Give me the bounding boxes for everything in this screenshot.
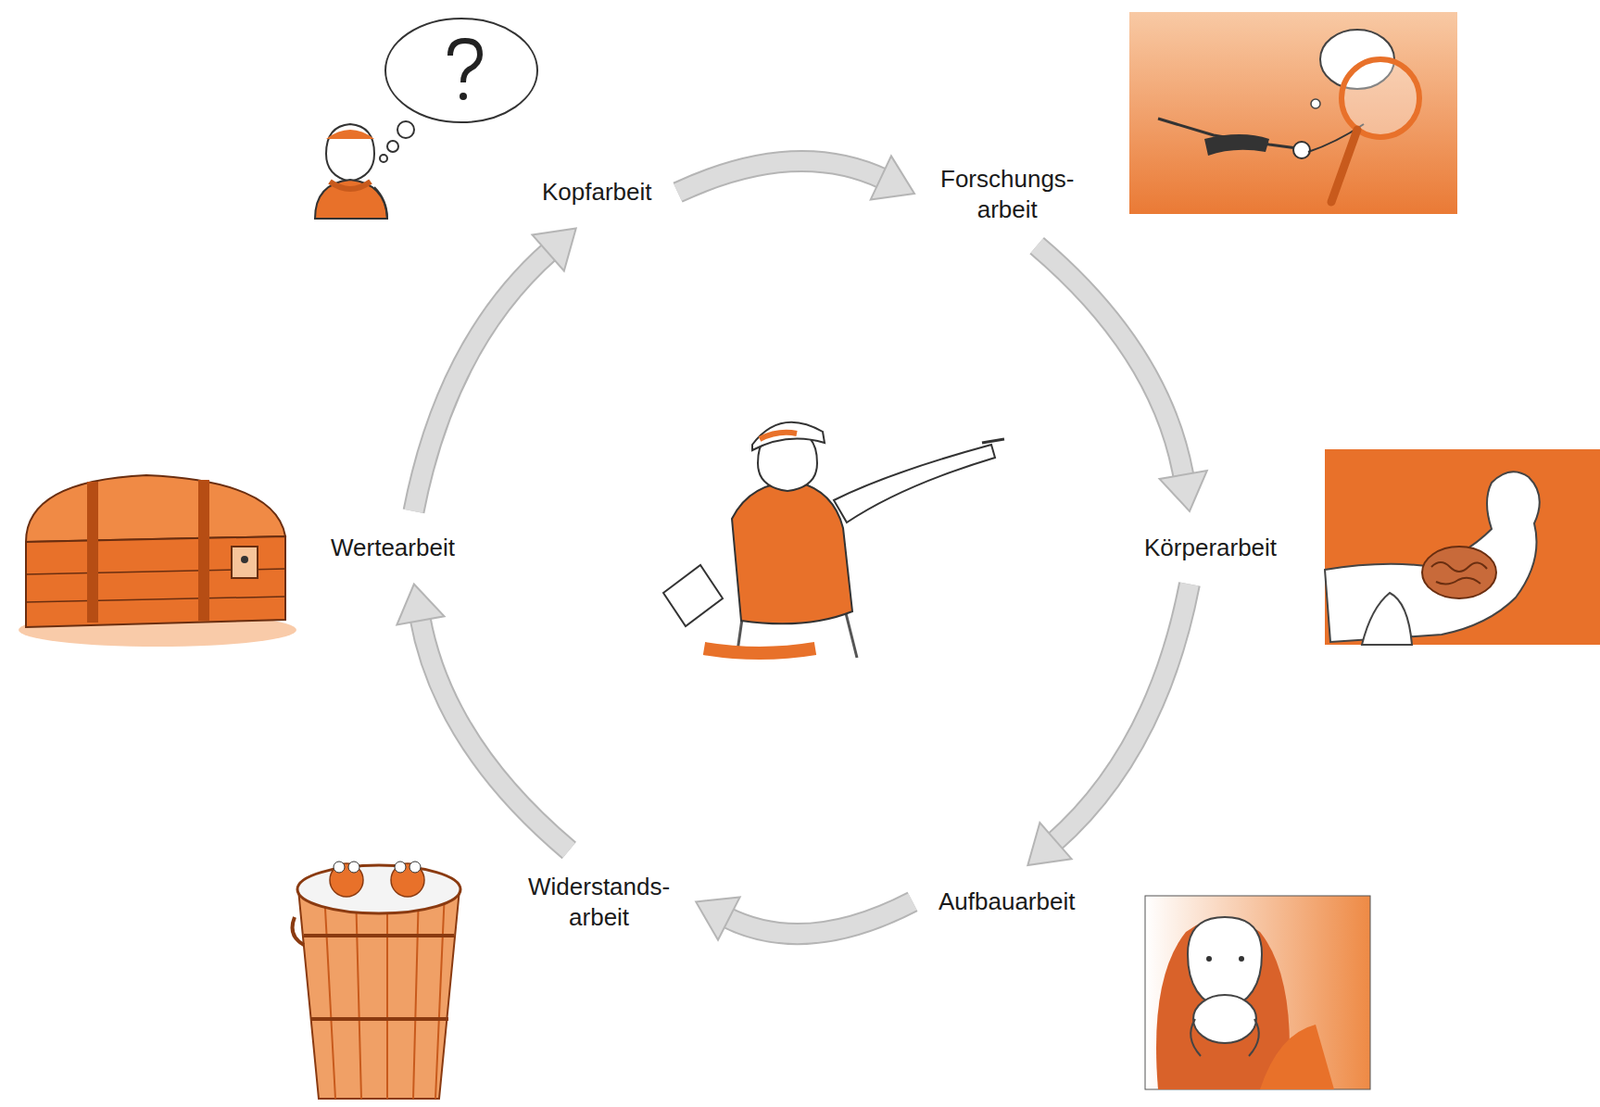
stage-text: Aufbauarbeit [938,886,1075,918]
stage-label: Körperarbeit [1138,529,1283,567]
stage-text: Wertearbeit [330,532,455,564]
cycle-arrow [678,155,915,200]
thinking-person [314,18,538,219]
cycle-arrow [1027,584,1190,866]
director-figure [663,422,1005,658]
stage-text: Körperarbeit [1144,532,1277,564]
stage-label: Widerstands- arbeit [522,868,676,936]
stage-label: Kopfarbeit [536,173,658,212]
stage-text: Widerstands- arbeit [528,871,670,933]
treasure-chest [18,475,297,647]
stage-text: Forschungs- arbeit [940,163,1075,225]
cycle-arrow [695,896,913,940]
stage-text: Kopfarbeit [541,176,653,208]
stage-label: Aufbauarbeit [932,882,1081,921]
woman-picture [1145,895,1371,1090]
stage-label: Wertearbeit [325,529,461,567]
cycle-arrow [396,584,569,851]
cycle-arrow [1036,245,1208,512]
arm-brain-picture [1324,449,1600,645]
bucket-picture [292,861,461,1099]
diver-picture [1129,12,1458,215]
cycle-arrow [414,228,577,512]
stage-label: Forschungs- arbeit [934,160,1081,228]
